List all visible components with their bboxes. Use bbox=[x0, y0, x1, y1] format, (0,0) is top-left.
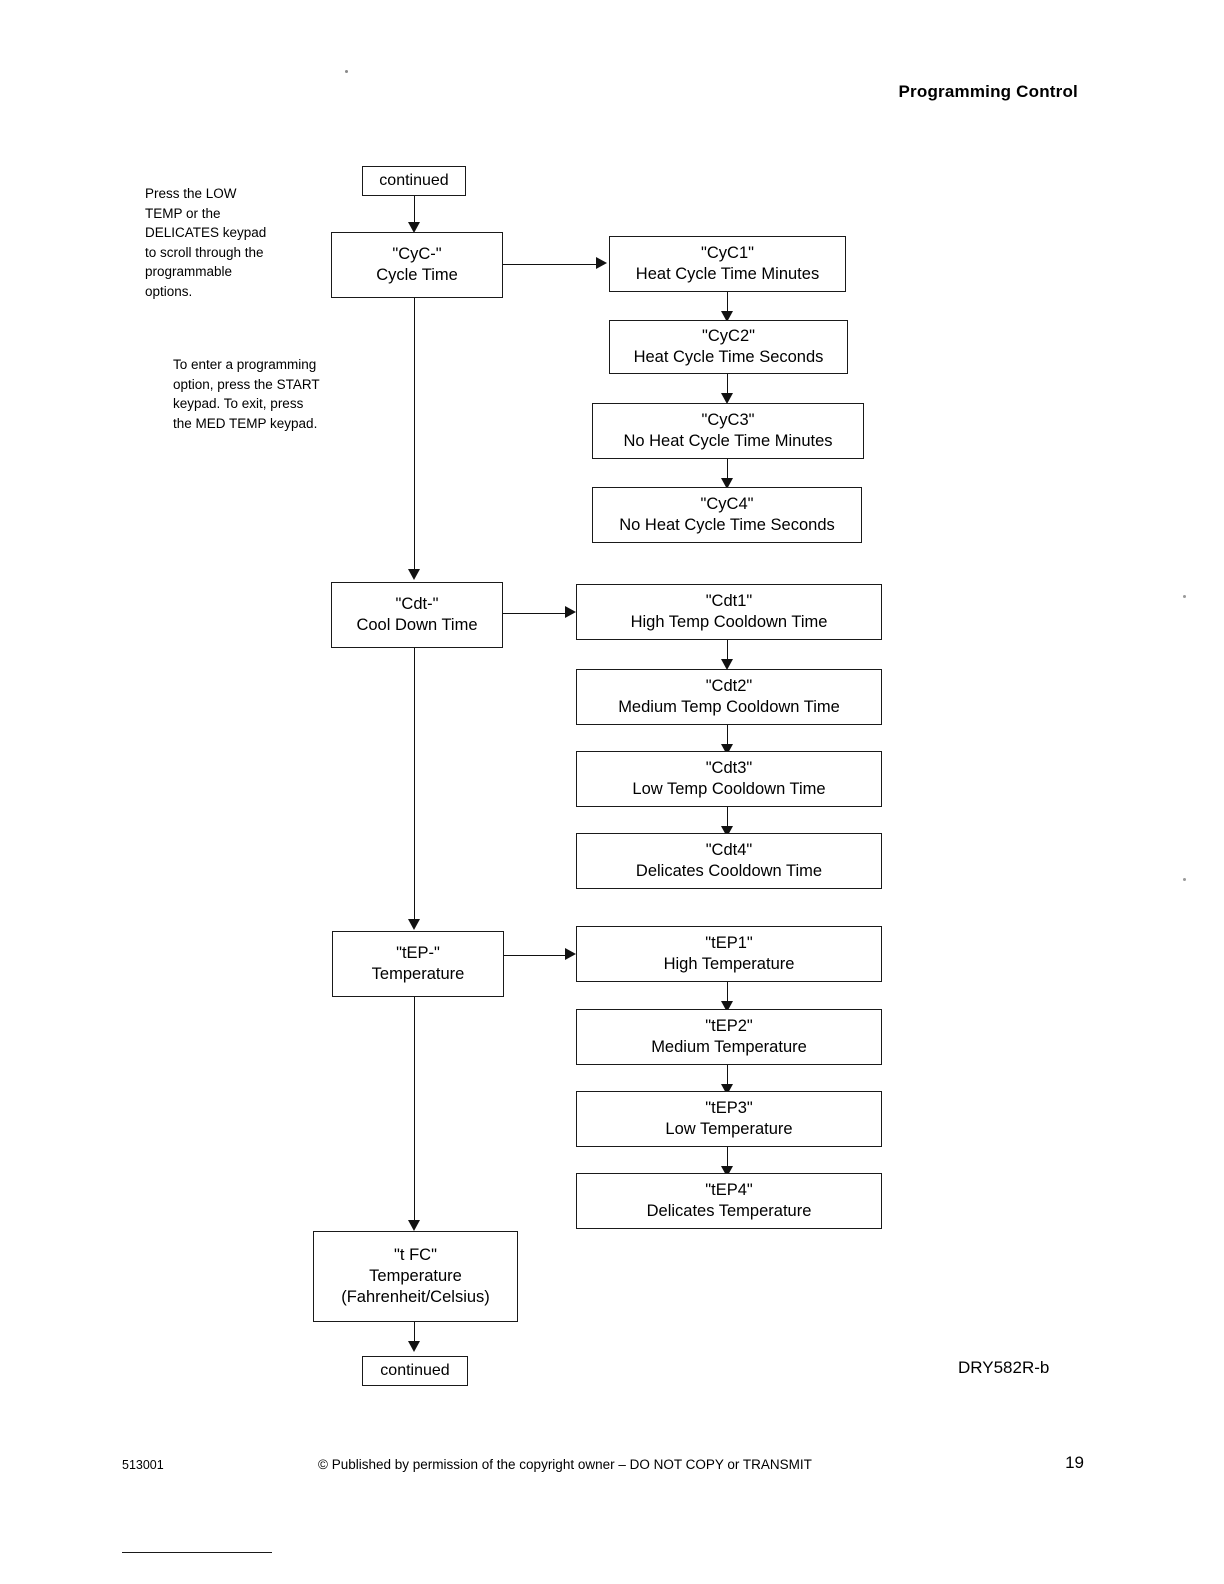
node-cycle-time[interactable]: "CyC-" Cycle Time bbox=[331, 232, 503, 298]
arrowhead-cyc-to-cyc1 bbox=[596, 257, 607, 269]
bottom-rule bbox=[122, 1552, 272, 1553]
node-label: Temperature bbox=[369, 1266, 462, 1285]
arrowhead-cyc-to-cdt bbox=[408, 569, 420, 580]
connector-cyc3-to-cyc4 bbox=[727, 459, 728, 485]
edge-speck-upper bbox=[1183, 595, 1186, 598]
node-label: Delicates Temperature bbox=[646, 1202, 812, 1220]
node-cyc3[interactable]: "CyC3" No Heat Cycle Time Minutes bbox=[592, 403, 864, 459]
node-code: "tEP2" bbox=[705, 1016, 753, 1035]
connector-cyc1-to-cyc2 bbox=[727, 292, 728, 318]
node-label: Cycle Time bbox=[376, 266, 458, 284]
arrowhead-tep1-to-tep2 bbox=[721, 1001, 733, 1012]
node-label: High Temp Cooldown Time bbox=[630, 613, 828, 631]
connector-tep-to-tep1 bbox=[504, 955, 566, 956]
footer-copyright: © Published by permission of the copyrig… bbox=[318, 1457, 812, 1472]
node-label: continued bbox=[379, 171, 449, 189]
node-label: No Heat Cycle Time Minutes bbox=[623, 432, 833, 450]
node-code: "CyC1" bbox=[701, 243, 754, 262]
connector-cdt2-to-cdt3 bbox=[727, 725, 728, 751]
node-top-continued[interactable]: continued bbox=[362, 166, 466, 196]
node-code: "t FC" bbox=[394, 1245, 437, 1264]
node-label: Temperature bbox=[371, 965, 465, 983]
footer-page-number: 19 bbox=[1065, 1453, 1084, 1472]
node-bottom-continued[interactable]: continued bbox=[362, 1356, 468, 1386]
node-cdt4[interactable]: "Cdt4" Delicates Cooldown Time bbox=[576, 833, 882, 889]
node-code: "Cdt-" bbox=[395, 594, 439, 613]
connector-cdt-to-cdt1 bbox=[503, 613, 566, 614]
node-code: "CyC4" bbox=[700, 494, 754, 513]
node-label: Delicates Cooldown Time bbox=[635, 862, 823, 880]
node-tep1[interactable]: "tEP1" High Temperature bbox=[576, 926, 882, 982]
stray-speck bbox=[345, 70, 348, 73]
node-sublabel: (Fahrenheit/Celsius) bbox=[341, 1288, 490, 1307]
arrowhead-cyc1-to-cyc2 bbox=[721, 311, 733, 322]
node-code: "Cdt1" bbox=[705, 591, 753, 610]
arrowhead-cdt-to-tep bbox=[408, 919, 420, 930]
node-code: "CyC3" bbox=[701, 410, 755, 429]
edge-speck-lower bbox=[1183, 878, 1186, 881]
page-title: Programming Control bbox=[898, 82, 1078, 101]
connector-tep2-to-tep3 bbox=[727, 1065, 728, 1091]
connector-cdt1-to-cdt2 bbox=[727, 640, 728, 666]
arrowhead-cdt3-to-cdt4 bbox=[721, 826, 733, 837]
node-cyc1[interactable]: "CyC1" Heat Cycle Time Minutes bbox=[609, 236, 846, 292]
arrowhead-tep-to-tep1 bbox=[565, 948, 576, 960]
footer-part-number: 513001 bbox=[122, 1458, 164, 1472]
arrowhead-cdt-to-cdt1 bbox=[565, 606, 576, 618]
arrowhead-continued-to-cyc bbox=[408, 222, 420, 233]
node-code: "Cdt2" bbox=[705, 676, 753, 695]
node-tep2[interactable]: "tEP2" Medium Temperature bbox=[576, 1009, 882, 1065]
connector-cyc2-to-cyc3 bbox=[727, 374, 728, 400]
node-code: "Cdt4" bbox=[705, 840, 753, 859]
node-code: "Cdt3" bbox=[705, 758, 753, 777]
connector-continued-to-cyc bbox=[414, 196, 415, 229]
arrowhead-tep-to-tfc bbox=[408, 1220, 420, 1231]
arrowhead-cyc2-to-cyc3 bbox=[721, 393, 733, 404]
node-label: Cool Down Time bbox=[356, 616, 478, 634]
node-code: "tEP-" bbox=[396, 943, 440, 962]
note-scroll-instructions: Press the LOW TEMP or the DELICATES keyp… bbox=[145, 186, 267, 299]
node-tep4[interactable]: "tEP4" Delicates Temperature bbox=[576, 1173, 882, 1229]
node-temperature-units[interactable]: "t FC" Temperature (Fahrenheit/Celsius) bbox=[313, 1231, 518, 1322]
note-enter-instructions: To enter a programming option, press the… bbox=[173, 357, 320, 431]
node-label: Low Temp Cooldown Time bbox=[632, 780, 826, 798]
node-label: Heat Cycle Time Minutes bbox=[635, 265, 820, 283]
node-cyc2[interactable]: "CyC2" Heat Cycle Time Seconds bbox=[609, 320, 848, 374]
node-cool-down-time[interactable]: "Cdt-" Cool Down Time bbox=[331, 582, 503, 648]
node-code: "CyC2" bbox=[702, 326, 755, 345]
node-cyc4[interactable]: "CyC4" No Heat Cycle Time Seconds bbox=[592, 487, 862, 543]
connector-cdt-to-tep bbox=[414, 648, 415, 920]
node-cdt3[interactable]: "Cdt3" Low Temp Cooldown Time bbox=[576, 751, 882, 807]
arrowhead-tep3-to-tep4 bbox=[721, 1166, 733, 1177]
node-label: Heat Cycle Time Seconds bbox=[633, 348, 824, 366]
node-label: No Heat Cycle Time Seconds bbox=[619, 516, 835, 534]
node-code: "CyC-" bbox=[392, 244, 442, 263]
arrowhead-cdt1-to-cdt2 bbox=[721, 659, 733, 670]
node-cdt1[interactable]: "Cdt1" High Temp Cooldown Time bbox=[576, 584, 882, 640]
connector-tfc-to-continued bbox=[414, 1322, 415, 1348]
arrowhead-tfc-to-continued bbox=[408, 1341, 420, 1352]
node-label: continued bbox=[380, 1361, 450, 1379]
connector-tep3-to-tep4 bbox=[727, 1147, 728, 1173]
node-label: Medium Temp Cooldown Time bbox=[618, 698, 840, 716]
connector-tep1-to-tep2 bbox=[727, 982, 728, 1008]
node-code: "tEP3" bbox=[705, 1098, 753, 1117]
drawing-id: DRY582R-b bbox=[958, 1358, 1050, 1377]
connector-cyc-to-cdt bbox=[414, 298, 415, 570]
node-code: "tEP4" bbox=[705, 1180, 753, 1199]
connector-cdt3-to-cdt4 bbox=[727, 807, 728, 833]
node-cdt2[interactable]: "Cdt2" Medium Temp Cooldown Time bbox=[576, 669, 882, 725]
node-label: High Temperature bbox=[663, 955, 795, 973]
node-tep3[interactable]: "tEP3" Low Temperature bbox=[576, 1091, 882, 1147]
arrowhead-cyc3-to-cyc4 bbox=[721, 478, 733, 489]
arrowhead-tep2-to-tep3 bbox=[721, 1084, 733, 1095]
node-label: Medium Temperature bbox=[651, 1038, 807, 1056]
arrowhead-cdt2-to-cdt3 bbox=[721, 744, 733, 755]
node-label: Low Temperature bbox=[665, 1120, 793, 1138]
node-temperature[interactable]: "tEP-" Temperature bbox=[332, 931, 504, 997]
connector-cyc-to-cyc1 bbox=[503, 264, 597, 265]
node-code: "tEP1" bbox=[705, 933, 753, 952]
connector-tep-to-tfc bbox=[414, 997, 415, 1221]
